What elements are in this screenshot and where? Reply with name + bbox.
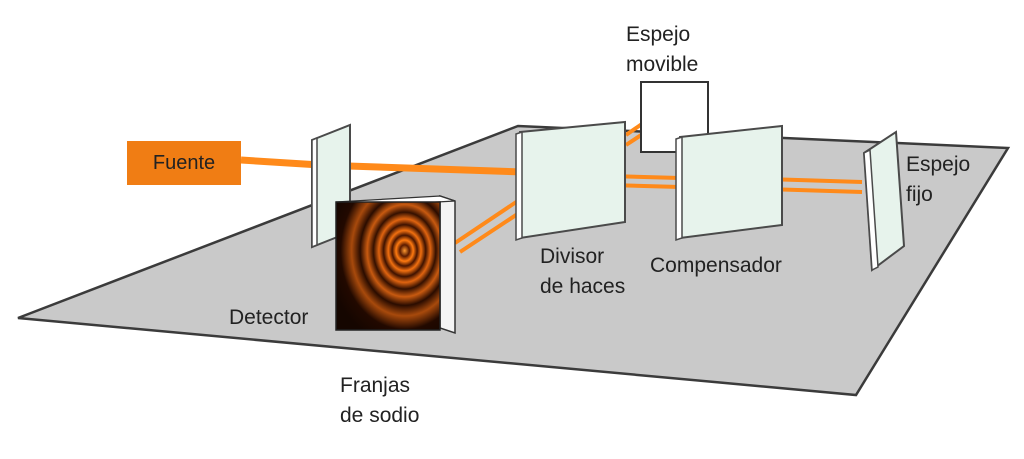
compensator-label: Compensador [650, 254, 782, 277]
fixed-mirror-label-line2: fijo [906, 183, 933, 206]
concentric-rings-icon [335, 201, 441, 331]
compensator-plate [679, 124, 783, 240]
fixed-mirror-edge [863, 148, 879, 272]
movable-mirror-label-line1: Espejo [626, 23, 691, 46]
fringes-label-line1: Franjas [340, 374, 411, 397]
source-box [127, 141, 241, 185]
source-label: Fuente [152, 151, 216, 174]
beam-splitter [519, 120, 626, 240]
beam-to-splitter [347, 162, 524, 176]
entrance-plate-edge [311, 136, 318, 249]
beam-splitter-label-line1: Divisor [540, 245, 605, 268]
beam-splitter-label-line2: de haces [540, 275, 626, 298]
compensator-edge [675, 135, 683, 242]
beam-source [240, 156, 321, 169]
detector-label: Detector [229, 306, 309, 329]
movable-mirror-label-line2: movible [626, 53, 699, 76]
fixed-mirror-label-line1: Espejo [906, 153, 971, 176]
fringes-label-line2: de sodio [340, 404, 420, 427]
beam-splitter-edge [515, 130, 523, 242]
detector-screen-edge [439, 194, 456, 335]
